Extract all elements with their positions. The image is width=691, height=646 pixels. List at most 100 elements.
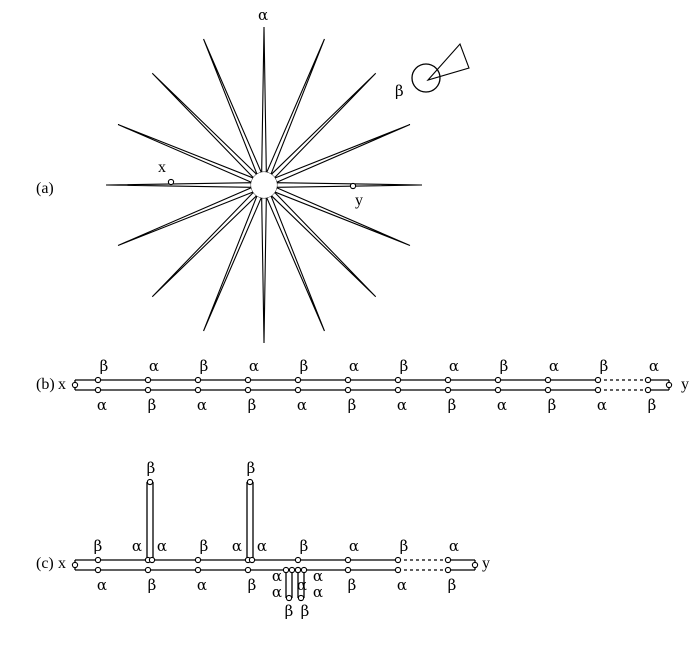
bottom-letter: β: [648, 396, 657, 414]
node-bottom: [394, 386, 402, 394]
bottom-letter: α: [497, 396, 507, 414]
bottom-letter: β: [548, 396, 557, 414]
top-letter: α: [157, 537, 167, 555]
panel-c-y-label: y: [482, 555, 490, 572]
top-letter: α: [132, 537, 142, 555]
bottom-letter: β: [148, 576, 157, 594]
bottom-letter: α: [297, 576, 307, 594]
down-branch-tip: β: [285, 602, 294, 620]
top-letter: β: [200, 357, 209, 375]
down-branch-node: [288, 566, 296, 574]
panel-a-label: (a): [36, 180, 54, 197]
top-letter: α: [449, 537, 459, 555]
panel-b-y-label: y: [681, 376, 689, 393]
node-y: [349, 182, 357, 190]
node-bottom: [294, 386, 302, 394]
node-top: [344, 376, 352, 384]
node-top: [194, 376, 202, 384]
down-branch-tip-node: [297, 594, 305, 602]
node-top: [494, 376, 502, 384]
node-bottom: [344, 386, 352, 394]
top-letter: β: [100, 357, 109, 375]
bottom-letter: α: [397, 396, 407, 414]
node-bottom: [594, 386, 602, 394]
top-letter: β: [500, 357, 509, 375]
node-top: [444, 376, 452, 384]
top-letter: β: [94, 537, 103, 555]
star-spike: [105, 182, 252, 188]
panel-c-label: (c): [36, 555, 54, 572]
bottom-letter: α: [197, 396, 207, 414]
top-letter: β: [300, 537, 309, 555]
star-spike: [276, 182, 423, 188]
node-top: [94, 376, 102, 384]
node-x: [71, 381, 79, 389]
down-branch-node: [282, 566, 290, 574]
bottom-letter: α: [397, 576, 407, 594]
top-letter: α: [232, 537, 242, 555]
node-x: [167, 178, 175, 186]
top-letter: α: [449, 357, 459, 375]
bottom-letter: β: [248, 576, 257, 594]
node-top: [594, 376, 602, 384]
top-letter: β: [400, 357, 409, 375]
node-top: [248, 556, 256, 564]
top-letter: α: [649, 357, 659, 375]
up-branch-node: [146, 478, 154, 486]
panel-b-x-label: x: [58, 376, 66, 393]
node-top: [394, 556, 402, 564]
up-branch-tip: β: [147, 459, 156, 477]
bottom-letter: α: [97, 396, 107, 414]
star-graph: [105, 26, 423, 344]
inset-beta-label: β: [395, 82, 404, 100]
down-branch-tip: β: [301, 602, 310, 620]
node-bottom: [244, 386, 252, 394]
node-bottom: [194, 566, 202, 574]
panel-b-label: (b): [36, 376, 55, 393]
star-center: [251, 172, 277, 198]
node-x: [71, 561, 79, 569]
down-branch-tip-node: [285, 594, 293, 602]
bottom-letter: α: [197, 576, 207, 594]
node-bottom: [144, 386, 152, 394]
bottom-letter: β: [148, 396, 157, 414]
top-letter: α: [149, 357, 159, 375]
up-branch-tip: β: [247, 459, 256, 477]
bottom-letter: β: [448, 576, 457, 594]
star-spike: [261, 197, 267, 344]
node-top: [148, 556, 156, 564]
top-letter: β: [300, 357, 309, 375]
node-bottom: [494, 386, 502, 394]
node-bottom: [544, 386, 552, 394]
bottom-letter: β: [348, 396, 357, 414]
bottom-letter: α: [297, 396, 307, 414]
star-spike: [261, 26, 267, 173]
panel-c-x-label: x: [58, 555, 66, 572]
top-letter: β: [600, 357, 609, 375]
node-top: [344, 556, 352, 564]
star-alpha-label: α: [258, 6, 268, 24]
node-bottom: [444, 566, 452, 574]
node-top: [94, 556, 102, 564]
down-branch-node: [300, 566, 308, 574]
node-y: [665, 381, 673, 389]
down-branch-alpha: α: [313, 567, 323, 585]
inset-wedge: [426, 42, 470, 82]
down-branch-alpha: α: [313, 583, 323, 601]
node-top: [194, 556, 202, 564]
top-letter: β: [200, 537, 209, 555]
beta-inset: β: [395, 42, 470, 100]
node-top: [644, 376, 652, 384]
bottom-letter: α: [97, 576, 107, 594]
node-bottom: [344, 566, 352, 574]
top-letter: α: [257, 537, 267, 555]
node-top: [244, 376, 252, 384]
node-top: [394, 376, 402, 384]
star-x-label: x: [158, 159, 166, 176]
bottom-letter: β: [348, 576, 357, 594]
